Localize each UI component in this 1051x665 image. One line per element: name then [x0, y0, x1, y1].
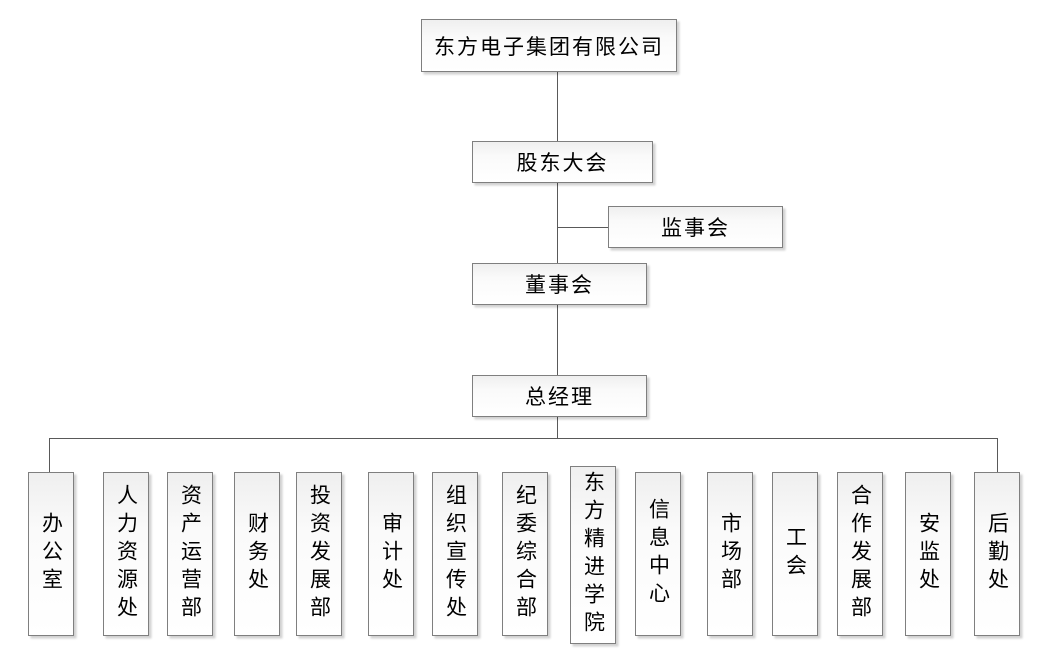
dept-label: 后勤处 [985, 512, 1010, 596]
board-of-directors-label: 董事会 [525, 273, 594, 297]
dept-label: 信息中心 [646, 498, 671, 610]
org-node-dept-safety-supervision: 安监处 [905, 472, 951, 636]
dept-label: 市场部 [718, 512, 743, 596]
org-node-dept-human-resources: 人力资源处 [103, 472, 149, 636]
org-node-dept-logistics: 后勤处 [974, 472, 1020, 636]
org-node-dept-office: 办公室 [28, 472, 74, 636]
dept-label: 财务处 [245, 512, 270, 596]
org-node-dept-organization-publicity: 组织宣传处 [432, 472, 478, 636]
org-node-dept-cooperation-development: 合作发展部 [837, 472, 883, 636]
general-manager-label: 总经理 [525, 385, 594, 409]
org-node-shareholders-meeting: 股东大会 [472, 141, 653, 183]
dept-label: 投资发展部 [307, 484, 332, 624]
connector-company-shareholders [557, 72, 558, 141]
dept-label: 合作发展部 [848, 484, 873, 624]
dept-label: 安监处 [916, 512, 941, 596]
company-label: 东方电子集团有限公司 [434, 34, 664, 59]
dept-label: 组织宣传处 [443, 484, 468, 624]
dept-label: 办公室 [39, 512, 64, 596]
dept-label: 纪委综合部 [513, 484, 538, 624]
org-node-dept-discipline-inspection: 纪委综合部 [502, 472, 548, 636]
dept-label: 人力资源处 [114, 484, 139, 624]
org-node-general-manager: 总经理 [472, 375, 647, 417]
org-node-dept-dongfang-jingjin-academy: 东方精进学院 [570, 466, 616, 644]
connector-gm-drop [557, 417, 558, 438]
org-node-dept-information-center: 信息中心 [635, 472, 681, 636]
org-node-dept-labor-union: 工会 [772, 472, 818, 636]
shareholders-meeting-label: 股东大会 [516, 151, 609, 175]
dept-label: 东方精进学院 [581, 471, 606, 639]
connector-branch-supervisory [558, 227, 608, 228]
org-node-dept-investment-development: 投资发展部 [296, 472, 342, 636]
org-node-dept-marketing: 市场部 [707, 472, 753, 636]
connector-rail-left-stub [49, 438, 50, 472]
connector-departments-rail [49, 438, 997, 439]
dept-label: 资产运营部 [178, 484, 203, 624]
org-node-dept-asset-operations: 资产运营部 [167, 472, 213, 636]
org-node-dept-audit: 审计处 [368, 472, 414, 636]
dept-label: 工会 [783, 526, 808, 582]
connector-rail-right-stub [997, 438, 998, 472]
org-node-company: 东方电子集团有限公司 [421, 19, 677, 72]
supervisory-board-label: 监事会 [661, 216, 730, 240]
org-node-board-of-directors: 董事会 [472, 263, 647, 305]
dept-label: 审计处 [379, 512, 404, 596]
connector-shareholders-directors [557, 183, 558, 263]
org-node-dept-finance: 财务处 [234, 472, 280, 636]
org-node-supervisory-board: 监事会 [608, 206, 783, 248]
connector-directors-gm [557, 305, 558, 375]
